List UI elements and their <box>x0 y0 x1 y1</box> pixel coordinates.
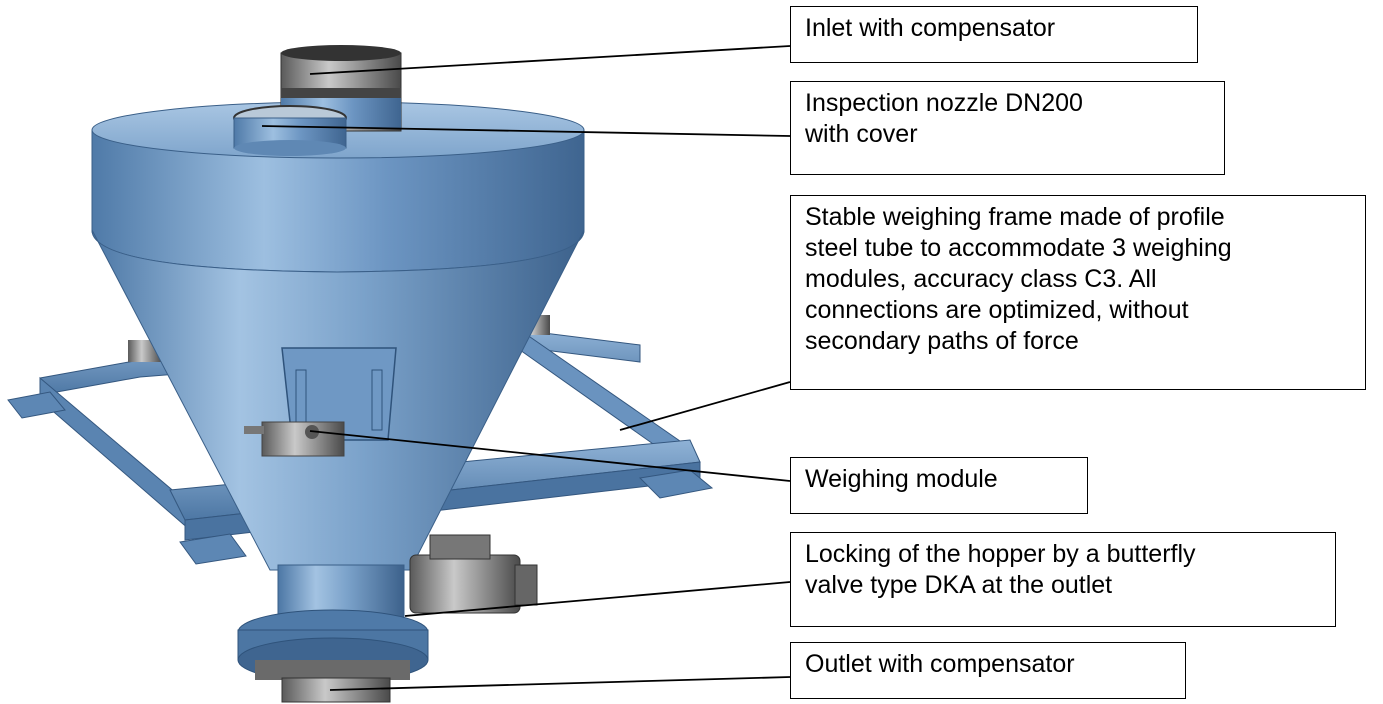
leader-weighing-frame <box>619 381 791 431</box>
leader-weighing-module <box>309 430 791 482</box>
callout-butterfly-valve: Locking of the hopper by a butterfly val… <box>790 532 1336 627</box>
callout-inspection-nozzle: Inspection nozzle DN200 with cover <box>790 81 1225 175</box>
hopper-body <box>91 101 585 571</box>
callout-weighing-frame: Stable weighing frame made of profile st… <box>790 195 1366 390</box>
leader-lines <box>261 45 791 691</box>
leader-butterfly-valve <box>404 581 791 617</box>
leader-outlet <box>329 676 791 691</box>
leader-inspection-nozzle <box>261 125 791 137</box>
callout-inlet: Inlet with compensator <box>790 6 1198 63</box>
callout-weighing-module: Weighing module <box>790 457 1088 514</box>
inspection-nozzle <box>233 105 347 156</box>
callout-outlet: Outlet with compensator <box>790 642 1186 699</box>
outlet-assembly <box>237 534 538 703</box>
weighing-module-front <box>244 421 345 457</box>
leader-inlet <box>309 45 791 75</box>
